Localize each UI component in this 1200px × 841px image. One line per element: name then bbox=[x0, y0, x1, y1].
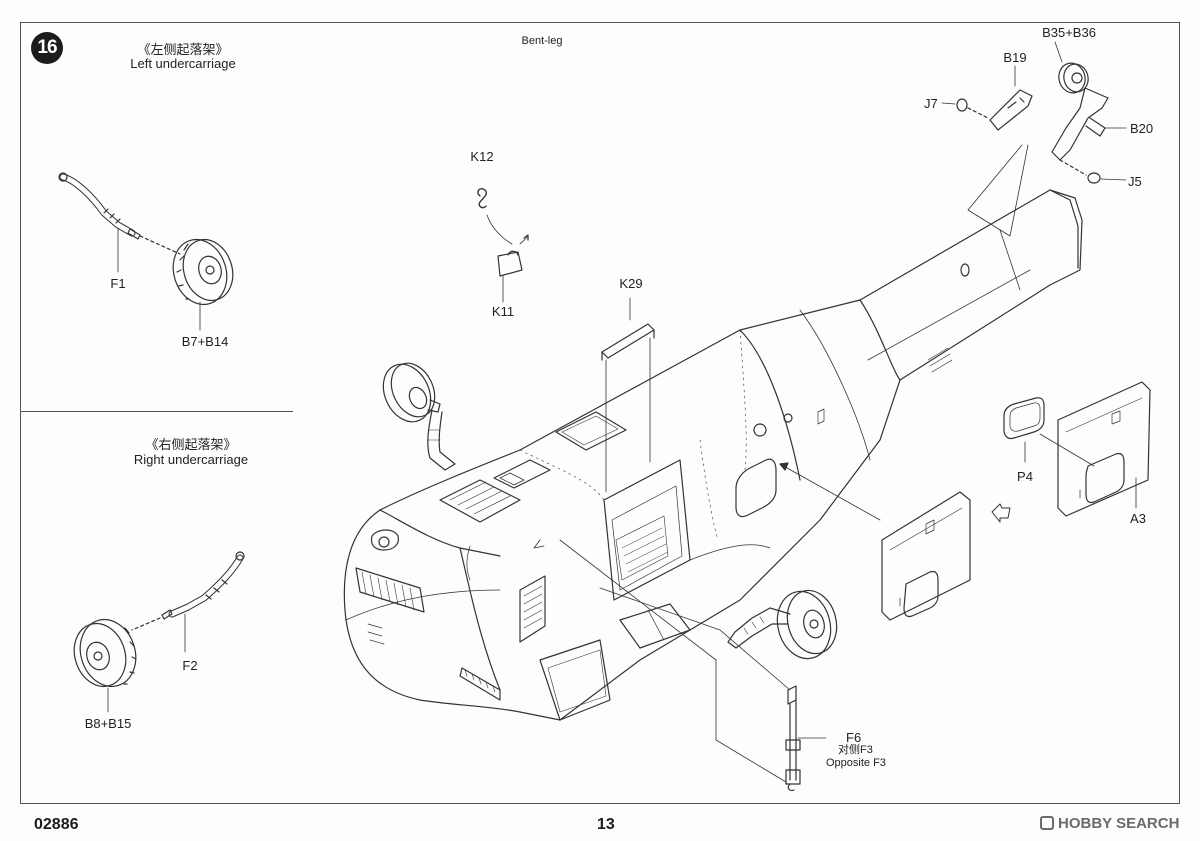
watermark-logo-icon bbox=[1040, 816, 1054, 830]
part-label-p4: P4 bbox=[1017, 469, 1033, 484]
right-undercarriage-title-zh: 《右侧起落架》 bbox=[145, 437, 237, 452]
part-label-f2: F2 bbox=[182, 658, 198, 673]
f6-strut bbox=[533, 539, 827, 792]
page-number: 13 bbox=[597, 816, 615, 833]
part-label-k29: K29 bbox=[619, 276, 643, 291]
part-label-k12: K12 bbox=[470, 149, 494, 164]
left-undercarriage-title-en: Left undercarriage bbox=[130, 56, 236, 71]
left-undercarriage-title-zh: 《左侧起落架》 bbox=[137, 42, 229, 57]
watermark-text: HOBBY SEARCH bbox=[1058, 814, 1180, 832]
part-label-a3: A3 bbox=[1130, 511, 1146, 526]
opposite-note-zh: 对侧F3 bbox=[838, 744, 873, 756]
body-left-wheel bbox=[382, 362, 456, 471]
k29-handle bbox=[601, 297, 655, 493]
product-code: 02886 bbox=[34, 816, 79, 833]
panel-divider bbox=[21, 411, 293, 412]
part-label-b8-b15: B8+B15 bbox=[84, 716, 132, 731]
bent-leg-note: Bent-leg bbox=[521, 35, 563, 47]
part-label-f6: F6 bbox=[846, 730, 862, 745]
part-label-k11: K11 bbox=[491, 304, 515, 319]
right-undercarriage-assembly bbox=[73, 551, 245, 713]
part-label-b35-b36: B35+B36 bbox=[1042, 25, 1096, 40]
part-label-b20: B20 bbox=[1130, 121, 1154, 136]
rear-gear-parts bbox=[941, 41, 1127, 237]
part-label-f1: F1 bbox=[110, 276, 126, 291]
fuselage-body bbox=[343, 189, 1083, 721]
right-undercarriage-title-en: Right undercarriage bbox=[133, 452, 249, 467]
page-frame bbox=[20, 22, 1180, 804]
part-label-j7: J7 bbox=[924, 96, 938, 111]
part-label-b7-b14: B7+B14 bbox=[181, 334, 229, 349]
part-label-j5: J5 bbox=[1128, 174, 1142, 189]
door-panel-assembly bbox=[779, 381, 1151, 621]
opposite-note-en: Opposite F3 bbox=[826, 757, 886, 769]
step-number-badge: 16 bbox=[31, 32, 63, 64]
watermark: HOBBY SEARCH bbox=[1040, 813, 1179, 833]
left-undercarriage-assembly bbox=[58, 172, 234, 331]
part-label-b19: B19 bbox=[1003, 50, 1027, 65]
k11-k12-parts bbox=[477, 187, 529, 303]
body-right-wheel bbox=[727, 589, 838, 660]
